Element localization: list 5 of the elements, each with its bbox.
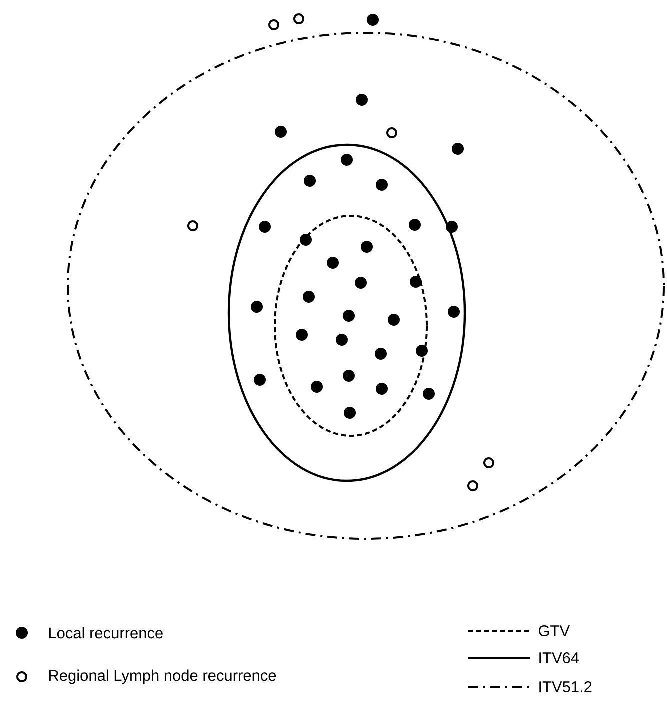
legend-label: Local recurrence [49, 627, 163, 639]
legend-label: GTV [539, 626, 570, 636]
legend-label: Regional Lymph node recurrence [49, 670, 276, 684]
legend-label: ITV64 [540, 652, 580, 664]
legend-label: ITV51.2 [540, 682, 592, 692]
